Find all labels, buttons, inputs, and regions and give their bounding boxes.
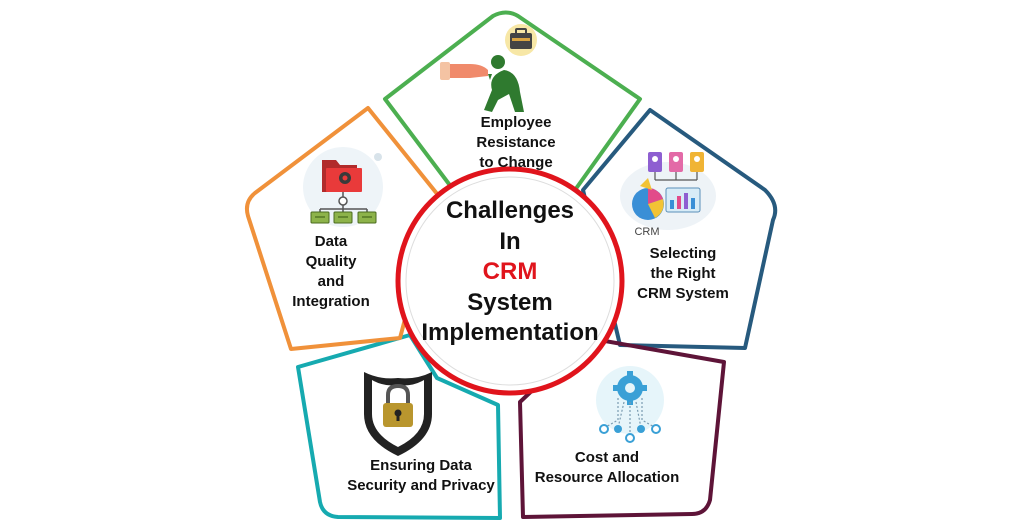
crm-icon-label: CRM xyxy=(634,226,660,238)
center-title: Challenges In CRM System Implementation xyxy=(406,196,614,349)
segment-data-quality-line-1: Data xyxy=(314,233,348,250)
segment-security-label: Ensuring Data Security and Privacy xyxy=(333,456,509,496)
segment-security-line-2: Security and Privacy xyxy=(347,477,495,494)
segment-selecting-line-3: CRM System xyxy=(637,285,729,302)
center-title-line-3: CRM xyxy=(482,258,538,285)
segment-cost-line-2: Resource Allocation xyxy=(534,469,680,486)
segment-employee-line-1: Employee xyxy=(480,114,552,131)
segment-security-shape xyxy=(296,333,502,520)
segment-employee-shape xyxy=(383,10,642,194)
segment-data-quality-shape xyxy=(244,106,440,351)
center-title-line-5: Implementation xyxy=(421,319,599,346)
segment-employee-line-3: to Change xyxy=(479,154,553,171)
gear-network-icon xyxy=(596,366,664,443)
segment-employee-line-2: Resistance xyxy=(476,134,556,151)
crm-dashboard-icon xyxy=(620,152,716,230)
center-title-line-2: In xyxy=(499,227,521,255)
segment-data-quality-line-3: and xyxy=(317,273,345,290)
segment-data-quality-line-2: Quality xyxy=(305,253,357,270)
segment-data-quality-line-4: Integration xyxy=(292,293,370,310)
segment-selecting-line-1: Selecting xyxy=(649,245,717,262)
center-title-line-1: Challenges xyxy=(445,197,575,224)
segment-employee-label: Employee Resistance to Change xyxy=(456,113,576,173)
segment-selecting-label: Selecting the Right CRM System xyxy=(618,244,748,304)
segment-cost-line-1: Cost and xyxy=(574,449,640,466)
segment-selecting-line-2: the Right xyxy=(650,265,716,282)
segment-cost-shape xyxy=(518,336,726,519)
segment-selecting-shape xyxy=(581,108,778,350)
shield-lock-icon xyxy=(364,372,432,456)
segment-data-quality-label: Data Quality and Integration xyxy=(276,232,386,312)
folder-hierarchy-icon xyxy=(303,147,383,227)
segment-security-line-1: Ensuring Data xyxy=(370,457,472,474)
center-title-line-4: System xyxy=(467,288,553,316)
segment-cost-label: Cost and Resource Allocation xyxy=(523,448,691,488)
center-circle-inner xyxy=(405,176,615,386)
handshake-push-icon xyxy=(440,24,537,112)
